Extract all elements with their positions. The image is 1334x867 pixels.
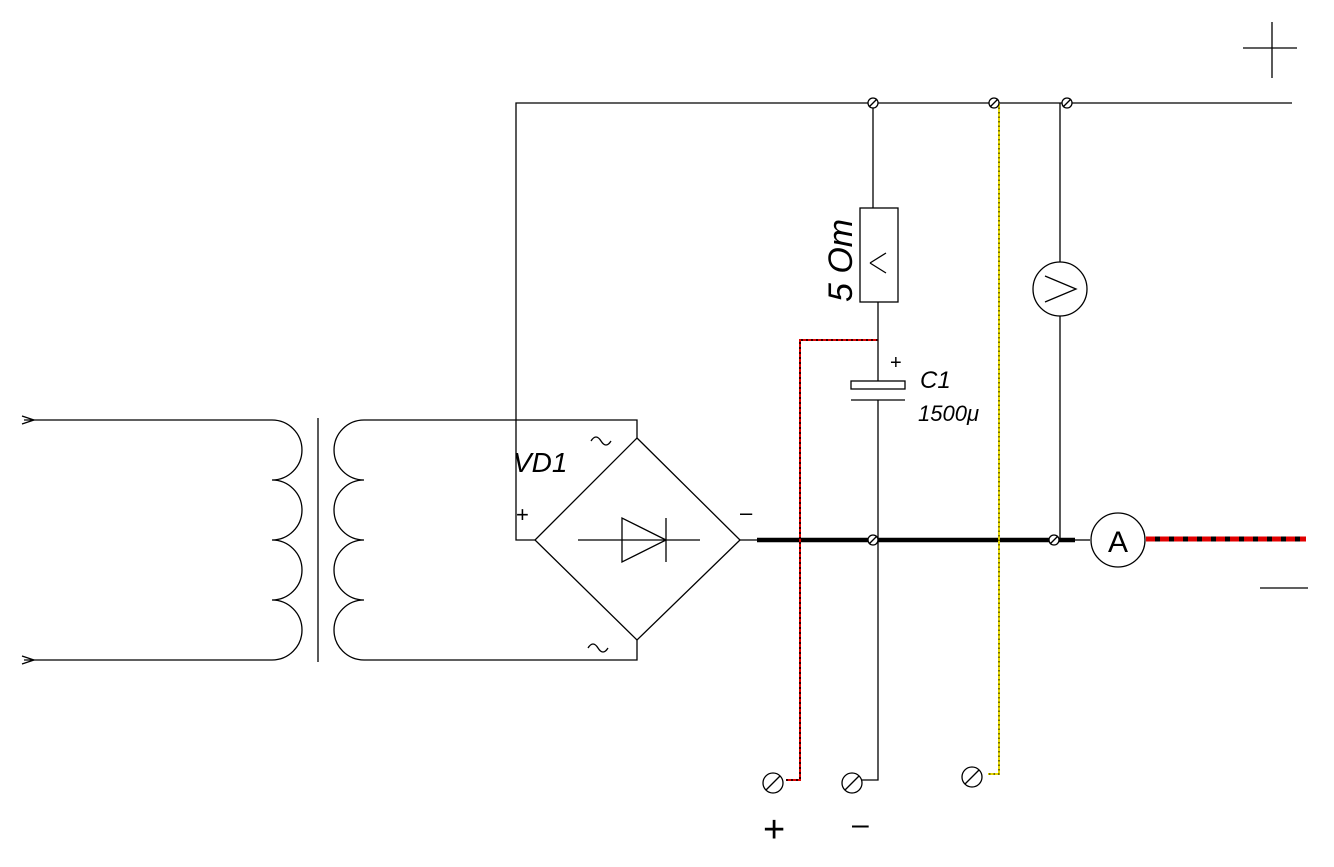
ammeter: A (1090, 512, 1146, 568)
voltmeter-body (1032, 261, 1088, 317)
secondary-lead-top (364, 419, 638, 438)
resistor-label: 5 Om (822, 219, 860, 302)
bridge-label: VD1 (513, 447, 567, 478)
voltmeter-symbol: V (0, 0, 1, 1)
secondary-lead-bottom (364, 640, 638, 661)
junction-node (988, 97, 1000, 109)
terminal-minus-label: – (852, 808, 869, 841)
capacitor-value: 1500μ (918, 401, 979, 426)
positive-rail (515, 102, 1292, 541)
ac-tilde-bottom-icon (587, 643, 609, 653)
rc-branch: 5 Om + C1 1500μ (822, 103, 979, 781)
junction-nodes (867, 97, 1073, 546)
red-probe-wire-dashes (786, 339, 878, 781)
input-arrow-bottom-icon (21, 655, 37, 665)
capacitor-plate-positive (850, 380, 906, 390)
capacitor-name: C1 (920, 367, 951, 394)
diode-icon (621, 516, 668, 564)
terminal-plus-label: + (763, 809, 785, 851)
junction-node (867, 97, 879, 109)
bottom-terminals: + – (762, 766, 983, 851)
input-arrow-top-icon (21, 415, 37, 425)
bridge-outline (534, 437, 741, 641)
bridge-minus-sign: – (740, 500, 753, 525)
ammeter-symbol: A (1108, 526, 1128, 559)
resistor (859, 207, 899, 303)
transformer (21, 415, 638, 665)
voltmeter-glyph-icon (1044, 275, 1078, 303)
resistor-mark-icon (869, 252, 887, 274)
terminal-minus[interactable] (841, 772, 863, 794)
secondary-coil (333, 419, 365, 661)
yellow-probe-wire (988, 103, 1000, 775)
junction-node (1048, 534, 1060, 546)
terminal-probe[interactable] (961, 766, 983, 788)
voltmeter: V (0, 0, 1088, 540)
output-plus-mark-icon (1243, 22, 1297, 78)
junction-node (1061, 97, 1073, 109)
ac-tilde-top-icon (590, 436, 612, 446)
primary-coil (271, 419, 303, 661)
junction-node (867, 534, 879, 546)
yellow-probe-wire-dashes (988, 103, 1000, 775)
capacitor-polarity: + (890, 352, 902, 374)
diode-bridge: VD1 + – (513, 436, 753, 653)
terminal-plus[interactable] (762, 772, 784, 794)
bridge-plus-sign: + (516, 502, 529, 527)
ammeter-body (1090, 512, 1146, 568)
minus-terminal-wire (862, 540, 879, 781)
